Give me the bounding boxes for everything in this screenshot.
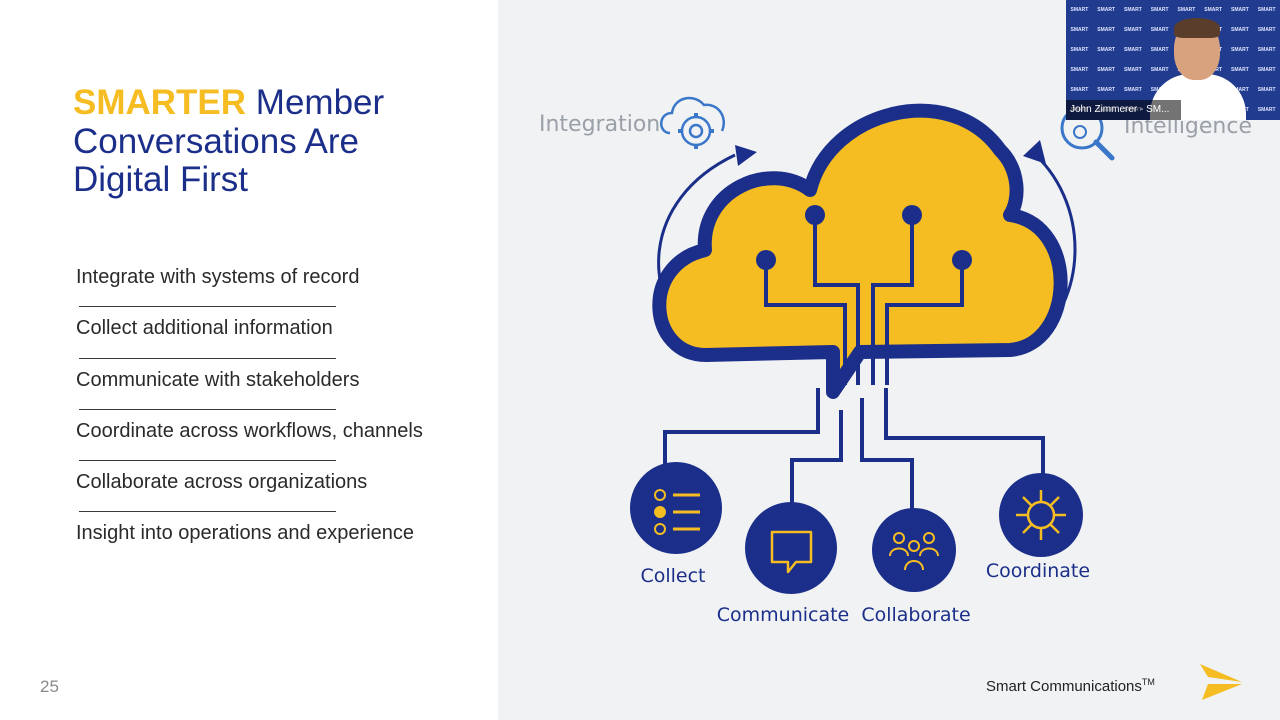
- bullet-item: Collaborate across organizations: [76, 461, 476, 513]
- communicate-node-icon: [745, 502, 837, 594]
- title-line2: Conversations Are: [73, 121, 359, 161]
- title-line3: Digital First: [73, 160, 249, 199]
- collaborate-label: Collaborate: [861, 604, 971, 626]
- participant-hair: [1174, 18, 1220, 38]
- collect-node-icon: [630, 462, 722, 554]
- communicate-label: Communicate: [716, 604, 850, 626]
- brand-trademark: TM: [1141, 677, 1155, 687]
- bullet-item: Coordinate across workflows, channels: [76, 410, 476, 462]
- integration-label: Integration: [539, 112, 661, 137]
- arc-arrow-left: [735, 145, 757, 166]
- bullet-text: Collaborate across organizations: [76, 471, 368, 494]
- slide-left-panel: SMARTER Member Conversations Are Digital…: [0, 0, 498, 720]
- participant-name-tag: John Zimmerer - SM...: [1066, 100, 1181, 120]
- arc-arrow-right: [1023, 140, 1046, 164]
- slide-title: SMARTER Member Conversations Are Digital…: [73, 83, 493, 200]
- bullet-item: Integrate with systems of record: [76, 256, 476, 308]
- title-accent: SMARTER: [73, 83, 247, 122]
- bullet-divider: [79, 306, 336, 308]
- circuit-nodes: [756, 205, 972, 270]
- smart-communications-logo-icon: [1200, 664, 1242, 700]
- brand-text: Smart Communications: [986, 678, 1142, 695]
- bullet-divider: [79, 357, 336, 359]
- bullet-divider: [79, 511, 336, 513]
- bullet-item: Communicate with stakeholders: [76, 359, 476, 410]
- page-number: 25: [40, 677, 59, 696]
- bullet-text: Communicate with stakeholders: [76, 368, 360, 391]
- coordinate-node-icon: [999, 473, 1083, 557]
- bullet-text: Integrate with systems of record: [76, 266, 360, 288]
- collect-label: Collect: [640, 565, 706, 587]
- bullet-text: Collect additional information: [76, 317, 333, 340]
- brand-name: Smart CommunicationsTM: [986, 677, 1155, 695]
- bullet-item: Insight into operations and experience: [76, 512, 476, 563]
- bullet-item: Collect additional information: [76, 307, 476, 359]
- circuit-lines: [764, 215, 964, 385]
- connector-lines: [663, 388, 1045, 512]
- bullet-text: Insight into operations and experience: [76, 522, 415, 545]
- bullet-divider: [79, 408, 336, 410]
- bullet-divider: [79, 460, 336, 462]
- coordinate-label: Coordinate: [985, 560, 1091, 582]
- integration-gear-icon: [660, 96, 725, 149]
- collaborate-node-icon: [872, 508, 956, 592]
- cloud-shape: [652, 103, 1068, 399]
- bullet-list: Integrate with systems of record Collect…: [76, 256, 476, 564]
- bullet-text: Coordinate across workflows, channels: [76, 419, 423, 442]
- title-line1-rest: Member: [246, 83, 385, 122]
